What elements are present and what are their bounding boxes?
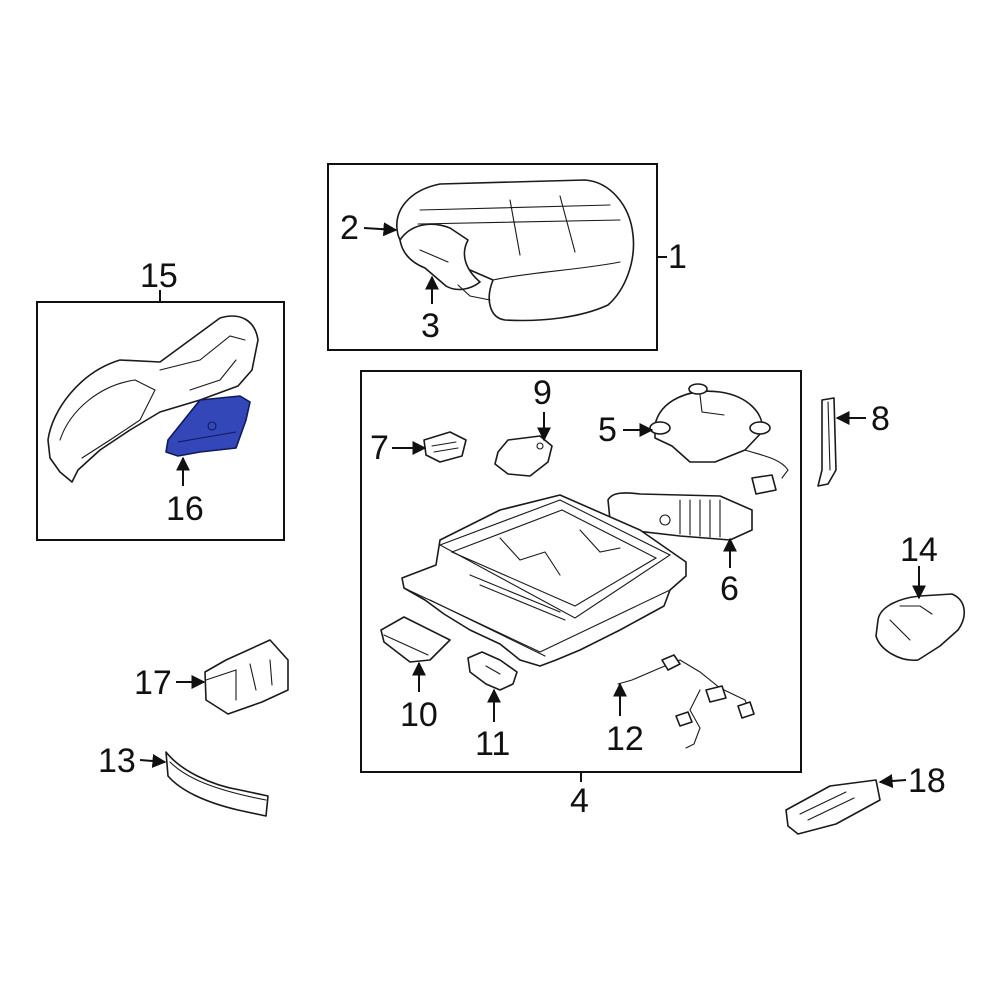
part-8-strip[interactable] — [817, 397, 837, 487]
part-9-sensor[interactable] — [494, 435, 553, 477]
part-10-module[interactable] — [380, 616, 451, 663]
part-14-cap[interactable] — [875, 593, 965, 661]
callout-1: 1 — [668, 238, 687, 276]
part-15-side-trim[interactable] — [47, 315, 259, 483]
seat-cushion-pad-part[interactable] — [399, 223, 491, 301]
part-7-clip[interactable] — [423, 431, 467, 463]
leader-2 — [363, 222, 398, 237]
callout-13: 13 — [98, 742, 136, 780]
callout-17: 17 — [134, 664, 172, 702]
callout-2: 2 — [340, 209, 359, 247]
callout-9: 9 — [533, 374, 552, 412]
trim-group-box — [36, 290, 285, 541]
part-6-lumbar-unit[interactable] — [607, 492, 753, 541]
callout-3: 3 — [421, 307, 440, 345]
part-17-cover[interactable] — [204, 639, 289, 715]
callout-8: 8 — [871, 400, 890, 438]
leader-13 — [139, 754, 167, 768]
part-18-end-cap[interactable] — [785, 779, 881, 835]
callout-18: 18 — [908, 762, 946, 800]
cushion-group-box — [327, 163, 667, 351]
frame-group-box — [360, 370, 802, 782]
part-16-highlighted-panel[interactable] — [165, 395, 251, 457]
callout-10: 10 — [400, 696, 438, 734]
callout-7: 7 — [370, 429, 389, 467]
part-13-trim-strip[interactable] — [165, 751, 269, 817]
callout-11: 11 — [475, 725, 510, 763]
callout-16: 16 — [166, 490, 204, 528]
part-5-motor-unit[interactable] — [649, 383, 789, 495]
callout-4: 4 — [570, 782, 589, 820]
callout-5: 5 — [598, 411, 617, 449]
part-11-switch[interactable] — [467, 651, 518, 691]
seat-frame-part[interactable] — [401, 494, 687, 667]
callout-15: 15 — [140, 257, 178, 295]
callout-6: 6 — [720, 570, 739, 608]
callout-12: 12 — [606, 720, 644, 758]
callout-14: 14 — [900, 531, 938, 569]
part-12-wire-harness[interactable] — [617, 654, 755, 749]
leader-18 — [878, 774, 907, 789]
